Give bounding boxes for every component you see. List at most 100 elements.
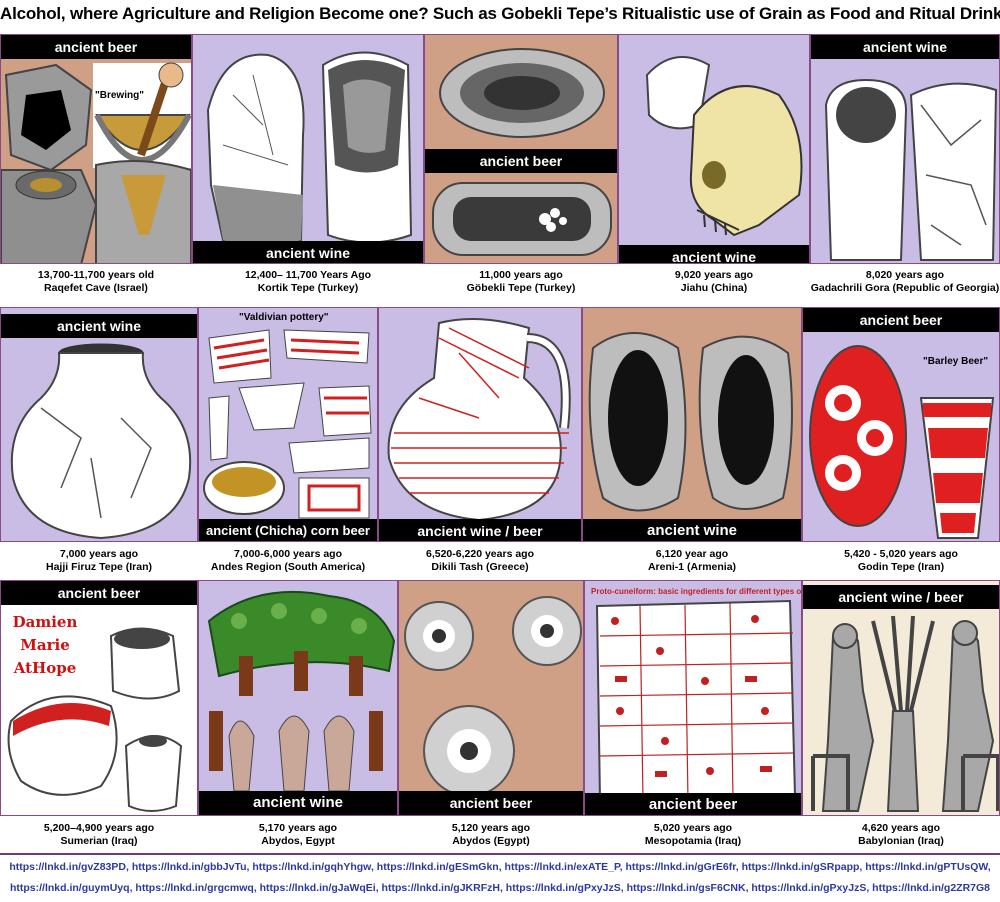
- egyptian-vineyard-illustration: [207, 590, 396, 792]
- source-links: https://lnkd.in/gvZ83PD, https://lnkd.in…: [0, 853, 1000, 902]
- panel-label: ancient beer: [803, 308, 999, 332]
- kortik-vessels-illustration: [206, 51, 413, 249]
- panel-caption: 9,020 years ago Jiahu (China): [618, 269, 810, 295]
- caption-place: Mesopotamia (Iraq): [644, 835, 742, 847]
- panel-abydos-wine: ancient wine: [198, 580, 398, 816]
- vat: [512, 596, 582, 666]
- caption-place: Abydos, Egypt: [261, 835, 335, 847]
- caption-place: Gadachrili Gora (Republic of Georgia): [810, 282, 1000, 294]
- panel-label: ancient wine: [811, 35, 999, 59]
- caption-date: 5,420 - 5,020 years ago: [844, 548, 958, 560]
- gobekli-vessels-illustration: [432, 48, 612, 256]
- sumerian-pots-illustration: [7, 627, 183, 812]
- caption-place: Andes Region (South America): [210, 561, 366, 573]
- godin-tepe-vessels-illustration: [809, 345, 995, 539]
- panel-caption: 7,000 years ago Hajji Firuz Tepe (Iran): [0, 548, 198, 574]
- author-line: Marie: [20, 636, 70, 654]
- caption-place: Kortik Tepe (Turkey): [257, 282, 359, 294]
- links-line[interactable]: https://lnkd.in/guymUyq, https://lnkd.in…: [9, 882, 991, 894]
- caption-place: Göbekli Tepe (Turkey): [466, 282, 576, 294]
- panel-label: ancient wine: [1, 314, 197, 338]
- panel-kortik-tepe: ancient wine: [192, 34, 424, 264]
- hajji-firuz-jar-illustration: [10, 343, 192, 540]
- vat: [404, 601, 474, 671]
- panel-label: ancient (Chicha) corn beer: [199, 519, 377, 541]
- panel-label: ancient wine / beer: [379, 519, 581, 541]
- vat: [423, 705, 515, 797]
- caption-date: 13,700-11,700 years old: [37, 269, 155, 281]
- caption-date: 9,020 years ago: [674, 269, 754, 281]
- caption-date: 5,020 years ago: [653, 822, 733, 834]
- caption-place: Abydos (Egypt): [452, 835, 530, 847]
- gadachrili-vessels-illustration: [824, 78, 998, 261]
- author-line: AtHope: [13, 659, 77, 677]
- panel-label: ancient wine / beer: [803, 585, 999, 609]
- caption-date: 6,120 year ago: [655, 548, 729, 560]
- panel-abydos-beer: ancient beer: [398, 580, 584, 816]
- panel-godin-tepe: ancient beer "Barley Beer": [802, 307, 1000, 542]
- panel-caption: 5,420 - 5,020 years ago Godin Tepe (Iran…: [802, 548, 1000, 574]
- panel-caption: 5,020 years ago Mesopotamia (Iraq): [584, 822, 802, 848]
- panel-caption: 6,520-6,220 years ago Dikili Tash (Greec…: [378, 548, 582, 574]
- raqefet-mortar-illustration: [1, 35, 191, 263]
- caption-place: Babylonian (Iraq): [858, 835, 944, 847]
- panel-caption: 5,170 years ago Abydos, Egypt: [198, 822, 398, 848]
- panel-note: "Brewing": [95, 90, 144, 101]
- caption-place: Areni-1 (Armenia): [647, 561, 737, 573]
- panel-caption: 5,120 years ago Abydos (Egypt): [398, 822, 584, 848]
- panel-label: ancient wine: [199, 791, 397, 815]
- caption-date: 5,120 years ago: [451, 822, 531, 834]
- caption-date: 11,000 years ago: [479, 269, 563, 281]
- panel-sumerian: ancient beer Damien Marie AtHope: [0, 580, 198, 816]
- panel-label: ancient wine: [583, 519, 801, 541]
- jiahu-skull-illustration: [645, 56, 803, 237]
- panel-caption: 11,000 years ago Göbekli Tepe (Turkey): [424, 269, 618, 295]
- panel-caption: 5,200–4,900 years ago Sumerian (Iraq): [0, 822, 198, 848]
- panel-label: ancient beer: [1, 581, 197, 605]
- panel-caption: 4,620 years ago Babylonian (Iraq): [802, 822, 1000, 848]
- panel-label: ancient beer: [399, 791, 583, 815]
- areni-storage-jars-illustration: [588, 332, 793, 512]
- dikili-tash-jug-illustration: [387, 318, 571, 522]
- panel-note: "Valdivian pottery": [239, 312, 329, 323]
- caption-date: 7,000 years ago: [59, 548, 139, 560]
- panel-babylonian: ancient wine / beer: [802, 580, 1000, 816]
- panel-caption: 13,700-11,700 years old Raqefet Cave (Is…: [0, 269, 192, 295]
- panel-label: ancient beer: [1, 35, 191, 59]
- panel-caption: 12,400– 11,700 Years Ago Kortik Tepe (Tu…: [192, 269, 424, 295]
- valdivian-pottery-illustration: [203, 329, 372, 519]
- proto-cuneiform-tablet-illustration: [595, 599, 797, 803]
- babylonian-drinking-scene-illustration: [803, 581, 999, 815]
- panel-gadachrili-gora: ancient wine: [810, 34, 1000, 264]
- panel-note: Proto-cuneiform: basic ingredients for d…: [591, 587, 802, 596]
- links-line[interactable]: https://lnkd.in/gvZ83PD, https://lnkd.in…: [9, 861, 991, 873]
- caption-date: 4,620 years ago: [861, 822, 941, 834]
- caption-date: 5,170 years ago: [258, 822, 338, 834]
- panel-jiahu: ancient wine: [618, 34, 810, 264]
- caption-place: Jiahu (China): [680, 282, 748, 294]
- panel-note: "Barley Beer": [923, 356, 989, 367]
- panel-label: ancient beer: [585, 793, 801, 815]
- page-title: Alcohol, where Agriculture and Religion …: [0, 0, 1000, 28]
- panel-dikili-tash: ancient wine / beer: [378, 307, 582, 542]
- panel-label: ancient wine: [619, 245, 809, 263]
- caption-place: Sumerian (Iraq): [60, 835, 138, 847]
- caption-date: 5,200–4,900 years ago: [43, 822, 155, 834]
- author-line: Damien: [12, 613, 78, 631]
- caption-place: Raqefet Cave (Israel): [44, 282, 148, 294]
- caption-place: Dikili Tash (Greece): [431, 561, 529, 573]
- caption-place: Godin Tepe (Iran): [857, 561, 945, 573]
- panel-caption: 6,120 year ago Areni-1 (Armenia): [582, 548, 802, 574]
- panel-caption: 8,020 years ago Gadachrili Gora (Republi…: [810, 269, 1000, 295]
- panel-label: ancient beer: [425, 149, 617, 173]
- caption-date: 7,000-6,000 years ago: [234, 548, 342, 560]
- panel-caption: 7,000-6,000 years ago Andes Region (Sout…: [198, 548, 378, 574]
- caption-date: 8,020 years ago: [865, 269, 945, 281]
- caption-date: 6,520-6,220 years ago: [426, 548, 534, 560]
- abydos-beer-vats-illustration: [404, 596, 582, 797]
- caption-date: 12,400– 11,700 Years Ago: [244, 269, 372, 281]
- panel-label: ancient wine: [193, 241, 423, 263]
- panel-hajji-firuz: ancient wine: [0, 307, 198, 542]
- caption-place: Hajji Firuz Tepe (Iran): [46, 561, 152, 573]
- panel-areni: ancient wine: [582, 307, 802, 542]
